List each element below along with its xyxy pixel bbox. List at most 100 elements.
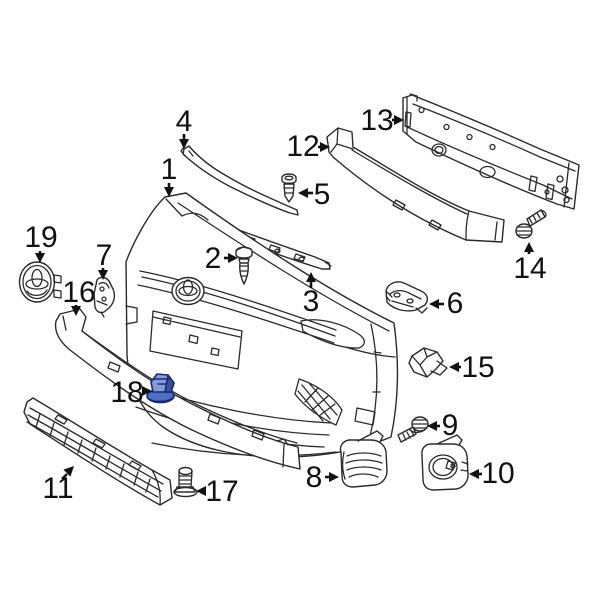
callout-6-label[interactable]: 6 [447,287,464,320]
callout-10-label[interactable]: 10 [481,457,514,490]
part-2-push-clip[interactable] [235,246,253,285]
callout-2-arrowhead [228,253,238,263]
part-1-surface-lines [125,198,396,457]
part-18-facets [146,378,175,403]
part-1-bumper-cover[interactable] [125,192,399,458]
part-6-body [385,281,429,312]
callout-8[interactable]: 8 [306,461,339,494]
part-8-fog-cover[interactable] [339,430,388,488]
callout-15-label[interactable]: 15 [461,351,494,384]
callout-19-label[interactable]: 19 [24,221,57,254]
callout-9[interactable]: 9 [427,409,458,442]
callout-4-arrowhead [179,139,189,149]
part-7-side-bracket[interactable] [93,276,116,318]
callout-16[interactable]: 16 [62,276,96,316]
callout-8-label[interactable]: 8 [306,461,323,494]
part-13-details [404,93,576,208]
part-12-body [326,127,505,243]
part-14-bolt[interactable] [515,209,547,239]
part-11-lower-grille[interactable] [23,397,173,506]
part-4-details [180,146,194,157]
callout-11-leader [61,473,68,480]
callout-2[interactable]: 2 [205,242,238,275]
callout-7-arrowhead [98,270,108,280]
callout-16-label[interactable]: 16 [62,276,95,309]
part-1-body [125,192,399,458]
callout-5-arrowhead [298,188,308,198]
callout-17[interactable]: 17 [196,475,239,508]
callout-6-arrowhead [429,299,439,309]
callout-18[interactable]: 18 [110,376,152,409]
callout-16-arrowhead [71,306,81,316]
part-18-grommet-highlighted[interactable] [146,373,175,404]
callout-1-label[interactable]: 1 [161,153,178,186]
part-9-details [402,419,429,441]
part-2-details [236,246,252,277]
callout-15[interactable]: 15 [449,351,495,384]
callout-10[interactable]: 10 [469,457,515,490]
callout-12[interactable]: 12 [286,130,330,163]
part-10-body [421,434,469,491]
callout-2-label[interactable]: 2 [205,242,222,275]
part-19-logo [22,264,62,300]
callout-12-label[interactable]: 12 [286,130,319,163]
part-9-body [397,416,429,443]
part-17-screw[interactable] [173,466,198,498]
part-7-details [96,281,110,318]
callout-19-arrowhead [35,253,45,263]
callout-14-label[interactable]: 14 [513,252,546,285]
callout-8-arrowhead [329,472,339,482]
part-19-emblem[interactable] [18,261,62,303]
callout-3-arrowhead [306,272,316,282]
callout-6[interactable]: 6 [429,287,463,320]
bumper-emblem-logo [175,279,201,302]
callout-7-label[interactable]: 7 [96,239,113,272]
part-15-side-bracket[interactable] [408,347,448,378]
callout-5-label[interactable]: 5 [314,178,331,211]
part-17-threads [178,470,193,488]
callout-3-label[interactable]: 3 [303,285,320,318]
part-13-impact-bar[interactable] [402,93,580,210]
callout-4-label[interactable]: 4 [176,105,193,138]
callout-1[interactable]: 1 [161,153,178,197]
callout-15-arrowhead [449,362,459,372]
part-8-louvers [341,451,383,480]
callout-7[interactable]: 7 [96,239,113,280]
part-6-upper-bracket[interactable] [385,281,429,314]
callout-10-arrowhead [469,469,479,479]
callout-9-label[interactable]: 9 [442,409,459,442]
callout-4[interactable]: 4 [176,105,193,149]
callout-9-arrowhead [427,421,437,431]
callout-18-label[interactable]: 18 [110,376,143,409]
part-6-details [385,289,428,314]
callout-17-arrowhead [196,486,206,496]
callout-17-label[interactable]: 17 [205,475,238,508]
part-14-body [515,209,546,239]
callout-13-label[interactable]: 13 [360,104,393,137]
callout-1-arrowhead [164,187,174,197]
callout-11-arrowhead [63,466,74,477]
callout-3[interactable]: 3 [303,272,320,318]
part-5-clip-grommet[interactable] [281,173,297,203]
callout-14-arrowhead [524,242,534,252]
callout-19[interactable]: 19 [24,221,58,263]
part-13-body [402,94,580,210]
callout-14[interactable]: 14 [513,242,547,285]
part-9-bolt[interactable] [397,416,429,443]
callout-12-arrowhead [320,142,330,152]
callout-13-arrowhead [394,115,404,125]
part-4-body [182,145,299,216]
callout-5[interactable]: 5 [298,178,330,211]
part-5-details [283,175,295,194]
part-12-impact-absorber[interactable] [326,127,505,243]
part-4-bumper-seal[interactable] [180,145,299,216]
part-8-body [339,430,388,488]
callout-11-label[interactable]: 11 [42,472,73,505]
part-17-body [173,466,198,498]
callout-11[interactable]: 11 [42,466,74,505]
part-10-fog-bezel[interactable] [421,434,469,491]
part-10-details [428,454,469,480]
callout-13[interactable]: 13 [360,104,404,137]
